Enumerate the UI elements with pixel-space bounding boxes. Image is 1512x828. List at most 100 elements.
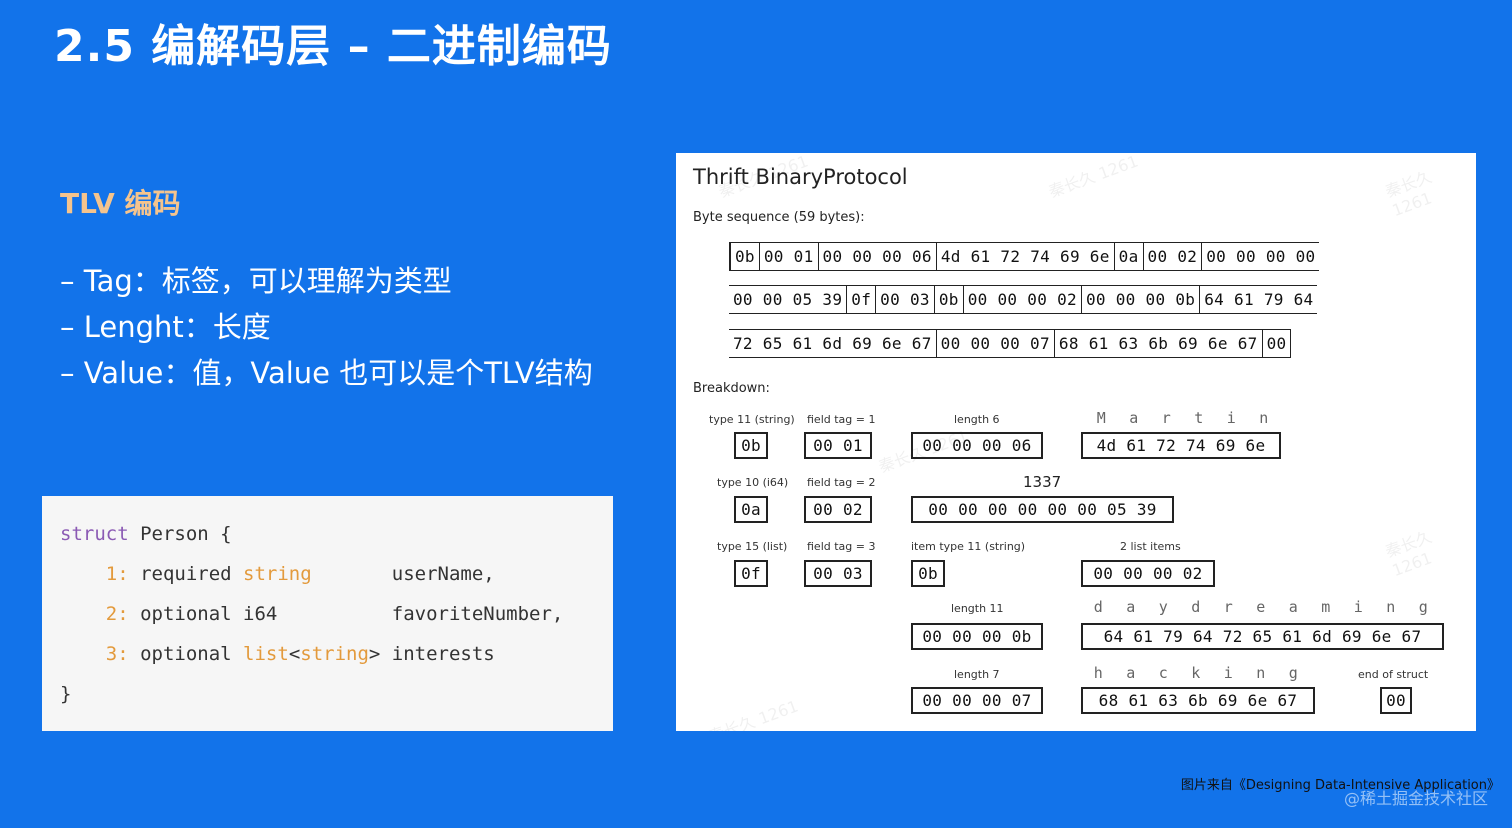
code-field-name: favoriteNumber, [277, 603, 564, 625]
letter: h [1093, 664, 1103, 682]
byte-seg: 72 65 61 6d 69 6e 67 [733, 334, 932, 353]
box-length11: 00 00 00 0b [911, 623, 1043, 650]
bullet-tag: – Tag：标签，可以理解为类型 [60, 264, 452, 298]
byte-seg: 0b [729, 243, 759, 270]
label-1337: 1337 [1023, 473, 1062, 491]
diagram-title: Thrift BinaryProtocol [693, 165, 908, 189]
watermark: 秦长久 1261 [1046, 153, 1141, 202]
letter: t [1194, 409, 1204, 427]
byte-seg: 64 61 79 64 [1199, 286, 1317, 313]
label-endstruct: end of struct [1358, 668, 1429, 681]
letter: g [1418, 598, 1428, 616]
letter: e [1256, 598, 1266, 616]
letters-martin: M a r t i n [1085, 409, 1280, 427]
box-fieldtag3: 00 03 [804, 560, 872, 587]
box-type10: 0a [734, 496, 768, 523]
label-length6: length 6 [954, 413, 1000, 426]
label-fieldtag1: field tag = 1 [807, 413, 876, 426]
letter: r [1161, 409, 1171, 427]
bullet-length: – Lenght：长度 [60, 310, 271, 344]
code-type: list [243, 643, 289, 665]
byte-seg: 0f [846, 286, 875, 313]
byte-seg: 0a [1113, 243, 1143, 270]
byte-seg: 00 00 00 07 [935, 330, 1054, 357]
box-end: 00 [1380, 687, 1412, 714]
letter: g [1288, 664, 1298, 682]
box-martin: 4d 61 72 74 69 6e [1081, 432, 1281, 459]
code-text: < [288, 643, 301, 665]
byte-seg: 00 00 00 02 [962, 286, 1081, 313]
byte-seg: 00 01 [758, 243, 818, 270]
letter: y [1158, 598, 1168, 616]
box-length6: 00 00 00 06 [911, 432, 1043, 459]
byte-seg: 00 00 00 00 [1201, 243, 1319, 270]
byte-sequence-label: Byte sequence (59 bytes): [693, 210, 865, 225]
letter: a [1129, 409, 1139, 427]
code-text: required [128, 563, 244, 585]
code-field-number: 1: [105, 563, 129, 585]
letters-hacking: h a c k i n g [1082, 664, 1310, 682]
letter: c [1158, 664, 1168, 682]
letter: d [1093, 598, 1103, 616]
letter: r [1223, 598, 1233, 616]
code-line-4: 3: optional list<string> interests [60, 634, 495, 674]
label-type10: type 10 (i64) [717, 476, 789, 489]
label-fieldtag3: field tag = 3 [807, 540, 876, 553]
site-watermark: @稀土掘金技术社区 [1343, 789, 1488, 808]
code-line-5: } [60, 683, 72, 705]
letter: i [1223, 664, 1233, 682]
letter: i [1353, 598, 1363, 616]
watermark: 秦长久 1261 [1382, 527, 1435, 581]
letter: n [1259, 409, 1269, 427]
slide-subtitle: TLV 编码 [60, 187, 181, 220]
label-twoitems: 2 list items [1120, 540, 1181, 553]
byte-row-1: 0b 00 01 00 00 00 06 4d 61 72 74 69 6e 0… [729, 242, 1320, 271]
code-type: string [243, 563, 312, 585]
bullet-list: – Tag：标签，可以理解为类型 – Lenght：长度 – Value：值，V… [60, 258, 593, 396]
box-items: 00 00 00 02 [1081, 560, 1215, 587]
code-line-2: 1: required string userName, [60, 554, 495, 594]
byte-seg: 00 03 [875, 286, 934, 313]
box-fieldtag2: 00 02 [804, 496, 872, 523]
byte-row-3: 72 65 61 6d 69 6e 67 00 00 00 07 68 61 6… [729, 329, 1292, 358]
label-itemtype: item type 11 (string) [911, 540, 1026, 553]
label-type11: type 11 (string) [709, 413, 795, 426]
letter: M [1096, 409, 1106, 427]
letter: a [1126, 598, 1136, 616]
byte-row-2: 00 00 05 39 0f 00 03 0b 00 00 00 02 00 0… [729, 285, 1318, 314]
thrift-diagram: 秦长久 1261 秦长久 1261 秦长久 1261 秦长久 1261 秦长久 … [676, 153, 1476, 731]
byte-seg: 00 00 00 06 [817, 243, 936, 270]
code-text: > [368, 643, 381, 665]
code-type: string [300, 643, 369, 665]
byte-seg: 4d 61 72 74 69 6e [935, 243, 1114, 270]
byte-seg: 68 61 63 6b 69 6e 67 [1053, 330, 1262, 357]
code-text: optional i64 [128, 603, 278, 625]
letter: m [1321, 598, 1331, 616]
letter: d [1191, 598, 1201, 616]
box-itemtype: 0b [911, 560, 945, 587]
letter: i [1226, 409, 1236, 427]
code-text: optional [128, 643, 244, 665]
watermark: 秦长久 1261 [1382, 167, 1435, 221]
code-panel: struct Person { 1: required string userN… [42, 496, 613, 731]
letter: n [1386, 598, 1396, 616]
code-keyword: struct [60, 523, 129, 545]
bullet-value: – Value：值，Value 也可以是个TLV结构 [60, 356, 593, 390]
image-caption: 图片来自《Designing Data-Intensive Applicatio… [1180, 778, 1500, 793]
slide-title: 2.5 编解码层 – 二进制编码 [54, 21, 612, 72]
box-hacking: 68 61 63 6b 69 6e 67 [1081, 687, 1315, 714]
box-type15: 0f [734, 560, 768, 587]
byte-seg: 00 00 05 39 [733, 290, 843, 309]
label-length11: length 11 [951, 602, 1004, 615]
code-line-1: struct Person { [60, 514, 232, 554]
byte-seg: 00 00 00 0b [1080, 286, 1199, 313]
letter: k [1191, 664, 1201, 682]
label-type15: type 15 (list) [717, 540, 788, 553]
letters-daydreaming: d a y d r e a m i n g [1082, 598, 1440, 616]
byte-seg: 0b [933, 286, 963, 313]
box-type11: 0b [734, 432, 768, 459]
box-daydreaming: 64 61 79 64 72 65 61 6d 69 6e 67 [1081, 623, 1444, 650]
code-text: Person { [128, 523, 232, 545]
box-fieldtag1: 00 01 [804, 432, 872, 459]
letter: n [1256, 664, 1266, 682]
